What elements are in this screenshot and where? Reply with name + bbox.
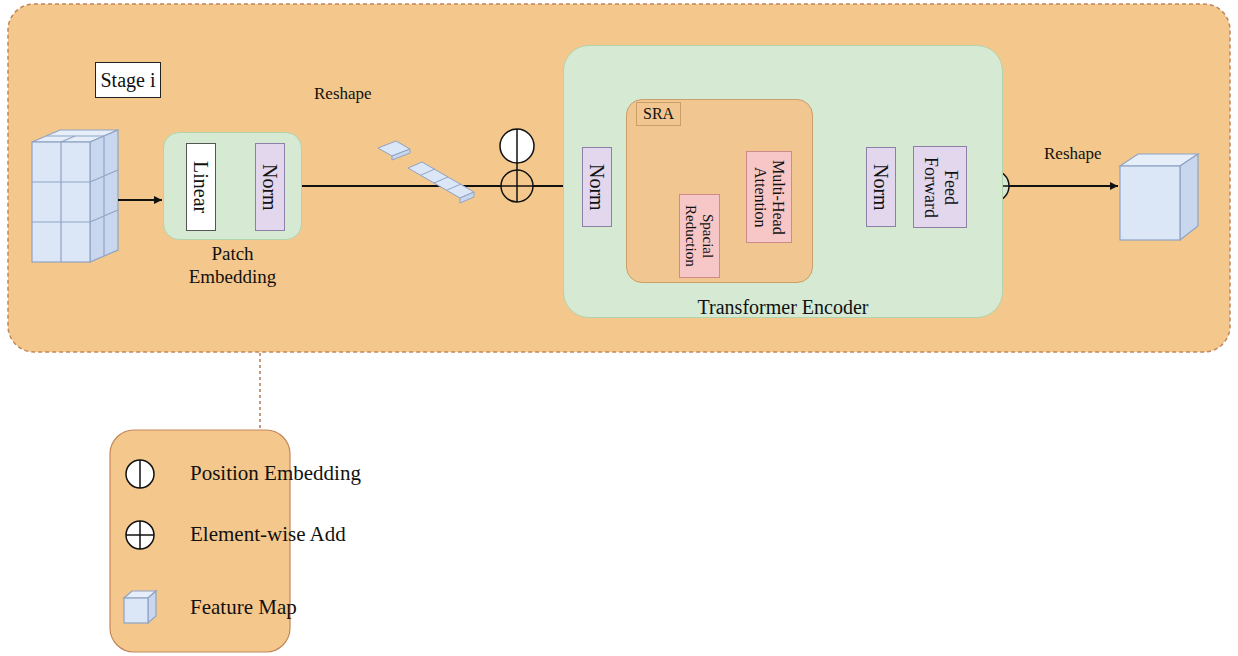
patch-tokens bbox=[378, 141, 474, 203]
node-box: Multi-Head Attention bbox=[746, 151, 792, 243]
node-box: Patch EmbeddingLinearNorm bbox=[163, 132, 302, 240]
legend-samples bbox=[126, 460, 154, 549]
node-label: Multi-Head Attention bbox=[751, 155, 786, 239]
node-box: Transformer Encoder Norm SRA Spacial Reduct… bbox=[563, 45, 1003, 318]
legend-text: Position Embedding bbox=[190, 461, 361, 486]
reshape-label: Reshape bbox=[314, 84, 372, 104]
node-label: Norm bbox=[586, 164, 608, 211]
node-label: Norm bbox=[259, 164, 281, 211]
node-label: Feed Forward bbox=[920, 150, 960, 224]
node-box: Feed Forward bbox=[913, 146, 967, 228]
add-symbol bbox=[501, 170, 533, 202]
node-label: Patch Embedding bbox=[178, 243, 288, 289]
node-box: Norm bbox=[582, 147, 612, 227]
node-label: Norm bbox=[870, 164, 892, 211]
input-arrow bbox=[118, 199, 162, 201]
node-label: SRA bbox=[636, 102, 681, 126]
output-feature-map bbox=[1120, 154, 1198, 240]
node-box: Norm bbox=[255, 143, 285, 231]
legend-text: Element-wise Add bbox=[190, 522, 346, 547]
node-box: Linear bbox=[186, 143, 216, 231]
reshape-label: Reshape bbox=[1044, 144, 1102, 164]
node-box: Stage i bbox=[95, 62, 161, 98]
node-label: Spacial Reduction bbox=[683, 198, 716, 274]
node-box: Spacial Reduction bbox=[679, 194, 720, 278]
position-embedding bbox=[500, 129, 534, 170]
output-arrow bbox=[1009, 185, 1118, 187]
legend-text: Feature Map bbox=[190, 595, 297, 620]
node-box: Norm bbox=[866, 147, 896, 227]
node-box: SRA Spacial Reduction Multi-Head Attention bbox=[626, 99, 813, 283]
node-label: Stage i bbox=[101, 69, 156, 91]
node-label: Linear bbox=[190, 161, 212, 213]
legend-leader bbox=[259, 353, 261, 428]
legend-cube bbox=[124, 591, 156, 623]
stage-panel bbox=[8, 4, 1230, 352]
input-feature-map bbox=[32, 130, 118, 262]
node-label: Transformer Encoder bbox=[698, 296, 869, 319]
